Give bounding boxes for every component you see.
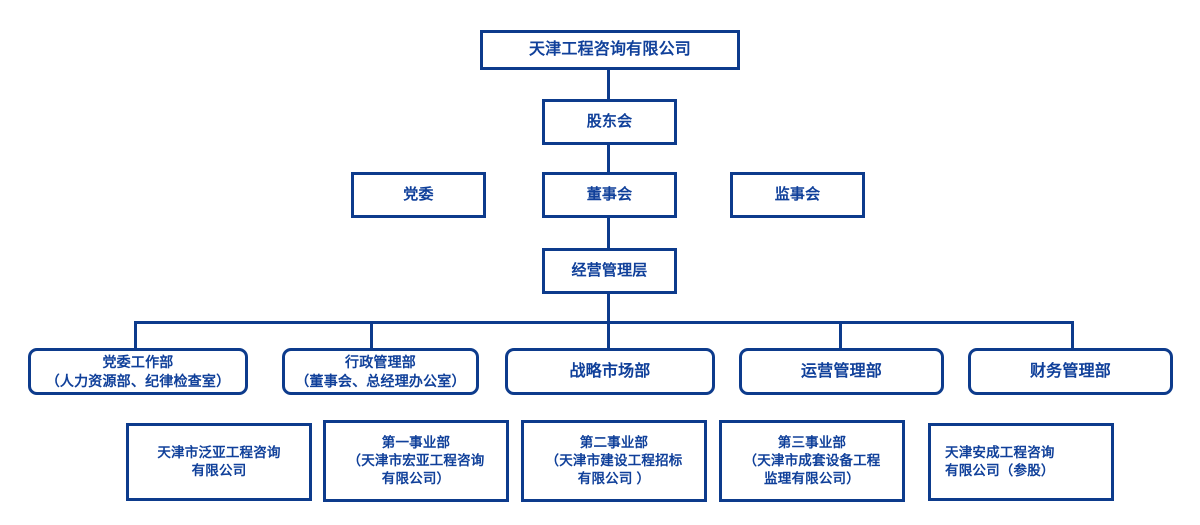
node-management-layer[interactable]: 经营管理层 [542,248,677,294]
node-sub-ancheng[interactable]: 天津安成工程咨询 有限公司（参股） [928,423,1114,501]
connector-drop-dept-5 [1071,321,1074,349]
node-dept-operations[interactable]: 运营管理部 [739,348,944,395]
node-sub-division-2[interactable]: 第二事业部 （天津市建设工程招标 有限公司 ） [521,420,707,502]
connector-drop-dept-4 [839,321,842,349]
node-board-of-supervisors[interactable]: 监事会 [730,172,865,218]
connector-department-bus [134,321,1074,324]
node-party-committee[interactable]: 党委 [351,172,486,218]
node-company[interactable]: 天津工程咨询有限公司 [480,30,740,70]
node-dept-strategy-market[interactable]: 战略市场部 [505,348,715,395]
node-dept-finance[interactable]: 财务管理部 [968,348,1173,395]
node-dept-administration[interactable]: 行政管理部 （董事会、总经理办公室） [282,348,479,395]
node-board-of-directors[interactable]: 董事会 [542,172,677,218]
node-shareholders[interactable]: 股东会 [542,99,677,145]
node-dept-party-work[interactable]: 党委工作部 （人力资源部、纪律检查室） [28,348,248,395]
node-sub-division-1[interactable]: 第一事业部 （天津市宏亚工程咨询 有限公司） [323,420,509,502]
connector-management-stem [607,293,610,322]
connector-drop-dept-3 [607,321,610,349]
connector-shareholders-to-board [607,144,610,172]
node-sub-division-3[interactable]: 第三事业部 （天津市成套设备工程 监理有限公司） [719,420,905,502]
node-sub-fanya[interactable]: 天津市泛亚工程咨询 有限公司 [126,423,312,501]
connector-drop-dept-1 [134,321,137,349]
connector-company-to-shareholders [607,69,610,99]
connector-board-to-management [607,218,610,248]
connector-drop-dept-2 [370,321,373,349]
